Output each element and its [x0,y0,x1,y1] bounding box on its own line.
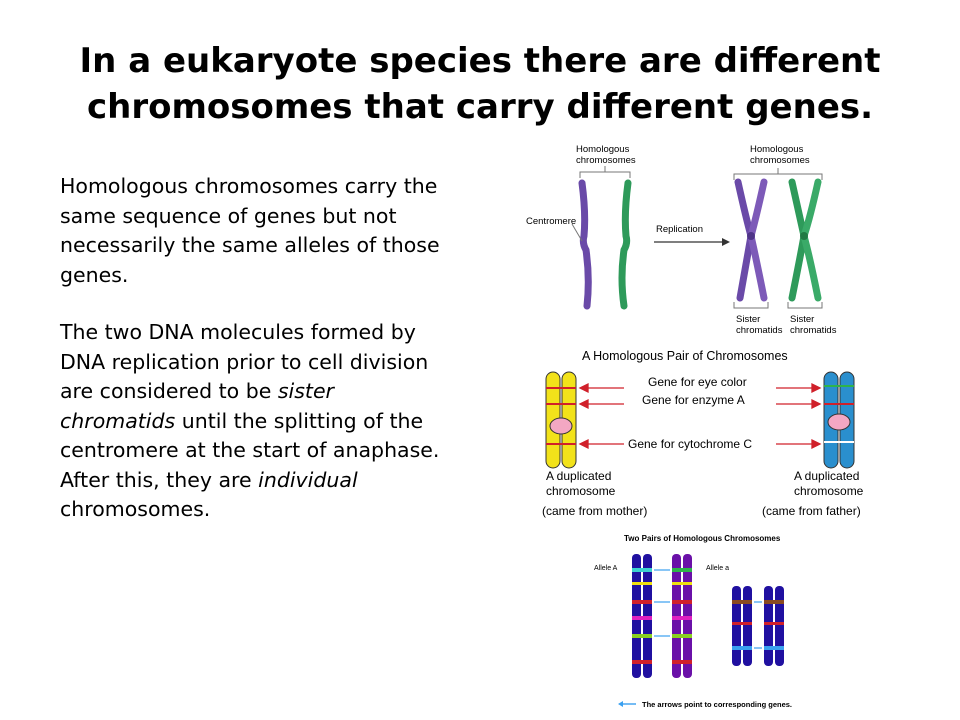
term-sister-chromatids: sister chromatids [60,379,334,433]
two-pairs-title: Two Pairs of Homologous Chromosomes [624,534,781,543]
large-pair-chromosomes [632,554,692,678]
bracket-homologous-left [579,171,631,178]
title-line-1: In a eukaryote species there are differe… [79,41,881,81]
mother-label-2: chromosome [546,484,616,498]
chromosome-unreplicated-purple [578,179,592,310]
gene-arrows [578,382,822,450]
allele-a-lower-label: Allele a [706,565,729,572]
label-replication: Replication [656,224,703,235]
label-sister-2a: Sister [790,314,814,325]
paragraph-homologous: Homologous chromosomes carry the same se… [60,174,440,287]
slide-title: In a eukaryote species there are differe… [20,38,940,130]
bracket-homologous-right [733,173,823,180]
gene-eye-label: Gene for eye color [648,375,747,389]
allele-a-upper-label: Allele A [594,565,618,572]
two-pairs-footer: The arrows point to corresponding genes. [642,700,792,709]
father-label-3: (came from father) [762,504,861,518]
label-sister-2b: chromatids [790,325,837,336]
father-label-2: chromosome [794,484,864,498]
label-homologous-right-1: Homologous [750,144,804,155]
homologous-pair-title: A Homologous Pair of Chromosomes [582,349,788,363]
yellow-centromere [549,417,573,435]
father-label-1: A duplicated [794,469,859,483]
label-homologous-left-1: Homologous [576,144,630,155]
label-homologous-left-2: chromosomes [576,155,636,166]
chromosome-unreplicated-green [618,179,632,310]
label-centromere: Centromere [526,216,576,227]
gene-enzyme-label: Gene for enzyme A [642,393,745,407]
mother-label-1: A duplicated [546,469,611,483]
two-pairs-figure: Two Pairs of Homologous Chromosomes Alle… [594,534,792,709]
chromatid-green-2 [800,178,822,302]
paragraph2-text-3: chromosomes. [60,497,211,521]
bracket-sister-1 [733,302,769,309]
mother-label-3: (came from mother) [542,504,647,518]
paragraph-sister-chromatids: The two DNA molecules formed by DNA repl… [60,318,452,525]
centromere-green [800,232,808,240]
replication-arrowhead [722,238,730,246]
label-sister-1b: chromatids [736,325,783,336]
homologous-pair-figure: A Homologous Pair of Chromosomes Gene fo… [542,349,864,518]
blue-centromere [827,413,851,431]
footer-arrowhead [618,701,623,707]
chromatid-purple-2 [747,178,768,302]
replication-figure: Homologous chromosomes Centromere Replic… [526,144,837,336]
paragraph2-text-2: until the splitting of the centromere at… [60,408,440,492]
centromere-pointer [571,223,583,242]
bracket-sister-2 [787,302,823,309]
term-individual: individual [258,467,358,492]
paragraph2-text-1: The two DNA molecules formed by DNA repl… [60,320,429,403]
centromere-purple [747,232,755,240]
label-sister-1a: Sister [736,314,760,325]
small-pair-chromosomes [732,586,784,666]
label-homologous-right-2: chromosomes [750,155,810,166]
body-text: Homologous chromosomes carry the same se… [60,172,452,525]
corresponding-gene-arrows [654,569,762,649]
gene-cyto-label: Gene for cytochrome C [628,437,752,451]
title-line-2: chromosomes that carry different genes. [86,87,874,127]
